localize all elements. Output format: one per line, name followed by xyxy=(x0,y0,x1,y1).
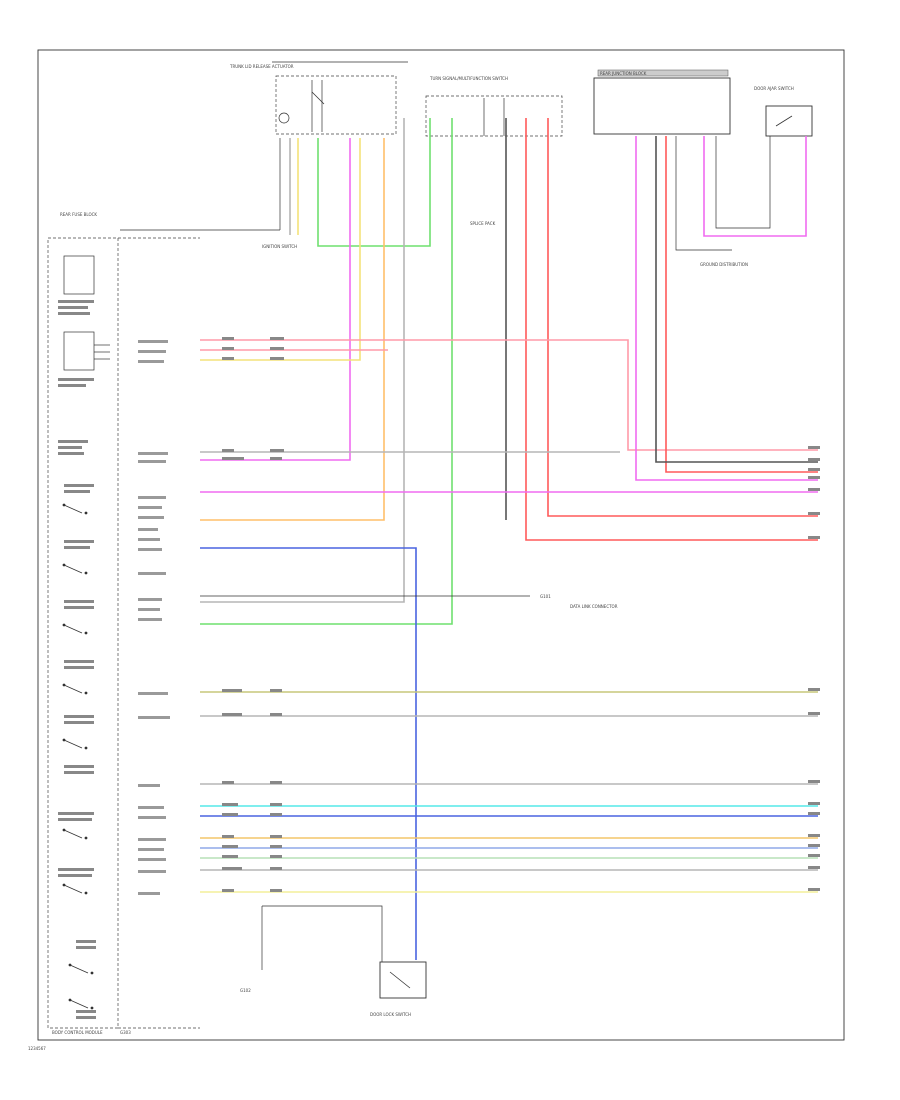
bcm-ground-label: G303 xyxy=(120,1030,131,1035)
svg-text:G101: G101 xyxy=(540,594,551,599)
svg-text:TURN SIGNAL/MULTIFUNCTION SWIT: TURN SIGNAL/MULTIFUNCTION SWITCH xyxy=(429,76,508,81)
wire-code-labels xyxy=(222,337,284,892)
middle-splice-label: SPLICE PACK xyxy=(470,221,496,226)
svg-text:DOOR LOCK SWITCH: DOOR LOCK SWITCH xyxy=(370,1012,411,1017)
wires: G101 xyxy=(120,118,818,970)
top-middle-component: TURN SIGNAL/MULTIFUNCTION SWITCH xyxy=(425,76,563,137)
top-left-fuse-label: REAR FUSE BLOCK xyxy=(60,212,97,217)
diagram-border xyxy=(37,49,845,1041)
left-switch-labels xyxy=(58,300,96,1019)
svg-text:G102: G102 xyxy=(240,988,251,993)
bcm-switches xyxy=(62,503,94,1010)
bcm-internal-block-2 xyxy=(63,331,95,371)
svg-text:REAR JUNCTION BLOCK: REAR JUNCTION BLOCK xyxy=(600,71,647,76)
svg-text:DOOR AJAR SWITCH: DOOR AJAR SWITCH xyxy=(754,86,794,91)
page-id: 1234567 xyxy=(28,1046,46,1051)
bcm-pin-column xyxy=(195,262,198,907)
right-edge-connectors xyxy=(808,446,820,891)
ignition-switch-label: IGNITION SWITCH xyxy=(262,244,297,249)
bcm-row-labels xyxy=(138,340,170,895)
top-right-component: REAR JUNCTION BLOCK DOOR AJAR SWITCH xyxy=(593,69,813,137)
right-ground-label: GROUND DISTRIBUTION xyxy=(700,262,748,267)
bottom-right-splice-label: DATA LINK CONNECTOR xyxy=(570,604,618,609)
bcm-label: BODY CONTROL MODULE xyxy=(52,1030,103,1035)
bcm-outline xyxy=(47,237,119,1029)
bcm-internal-block-1 xyxy=(63,255,95,295)
svg-text:TRUNK LID RELEASE ACTUATOR: TRUNK LID RELEASE ACTUATOR xyxy=(229,64,294,69)
top-left-component: TRUNK LID RELEASE ACTUATOR xyxy=(229,61,408,135)
bottom-ground-component: G102 DOOR LOCK SWITCH xyxy=(240,961,427,1017)
motor-icon xyxy=(278,112,290,124)
